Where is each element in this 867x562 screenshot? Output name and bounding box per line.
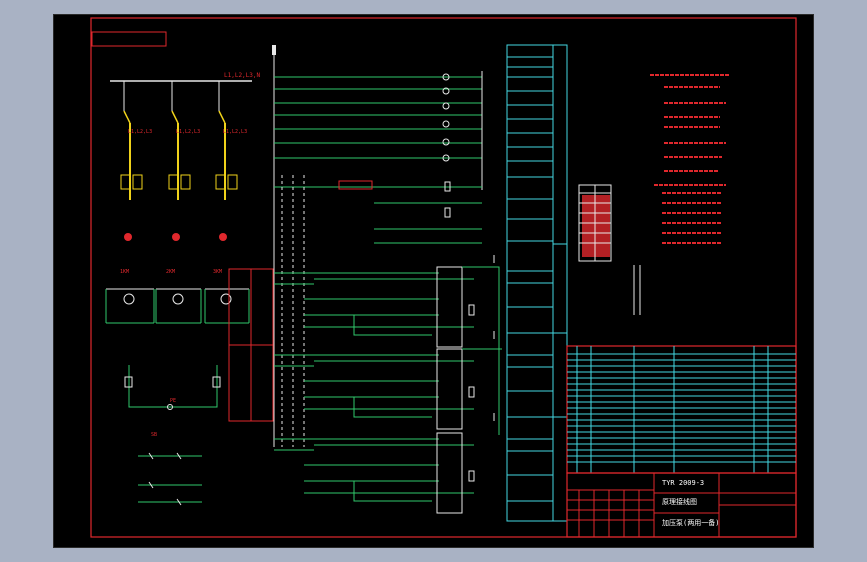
motor-2-icon [172,233,180,241]
motor-3-icon [219,233,227,241]
control-group-1 [274,266,475,348]
svg-text:PE: PE [170,398,176,404]
drawing-subtitle: 加压泵(两用一备) [662,518,719,527]
motor-branch-3: L1,L2,L3 [215,81,247,241]
motor-branch-1: L1,L2,L3 [120,81,152,241]
svg-text:L1,L2,L3: L1,L2,L3 [223,129,247,135]
svg-text:2KM: 2KM [166,269,175,275]
drawing-canvas[interactable]: L1,L2,L3,N L1,L2,L3 [53,14,814,548]
power-section: L1,L2,L3,N L1,L2,L3 [105,72,274,506]
schematic-svg: L1,L2,L3,N L1,L2,L3 [90,17,797,538]
control-group-3 [274,432,475,514]
model-number: TYR 2009-3 [662,479,704,487]
bus-label: L1,L2,L3,N [224,72,261,79]
svg-text:3KM: 3KM [213,269,222,275]
ct-group: 1KM 2KM 3KM [105,269,250,324]
svg-text:L1,L2,L3: L1,L2,L3 [176,129,200,135]
small-relay-block: SB [138,432,202,506]
svg-text:SB: SB [151,432,157,438]
drawing-name: 原理接线图 [662,497,697,506]
title-block: TYR 2009-3 原理接线图 加压泵(两用一备) [566,472,797,538]
svg-text:1KM: 1KM [120,269,129,275]
bom-table [566,345,797,474]
svg-text:L1,L2,L3: L1,L2,L3 [128,129,152,135]
notes-area [578,74,730,315]
control-wiring [272,45,502,514]
control-group-2 [274,348,475,430]
pe-loop: PE [124,365,221,410]
function-table [506,44,568,522]
frame-corner-tab [91,31,167,47]
motor-1-icon [124,233,132,241]
drawing-frame-outer [90,17,797,538]
motor-branch-2: L1,L2,L3 [168,81,200,241]
